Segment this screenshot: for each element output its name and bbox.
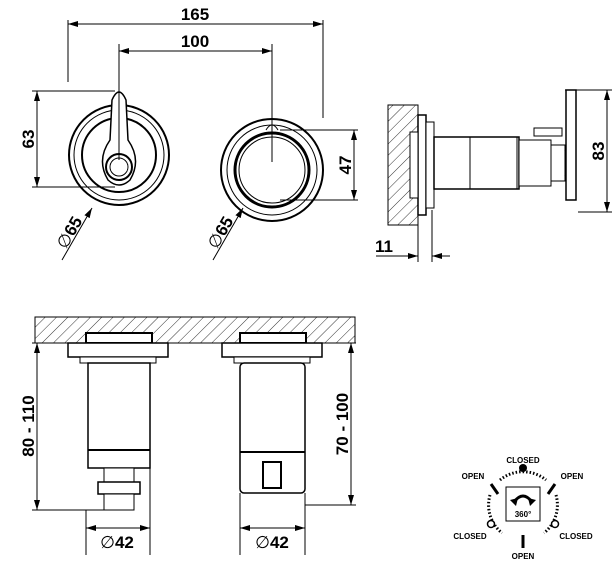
label-open-upper-right: OPEN — [561, 472, 584, 481]
label-open-bottom: OPEN — [512, 552, 535, 561]
label-open-upper-left: OPEN — [462, 472, 485, 481]
dim-diameter-65-right: ∅65 — [204, 213, 237, 252]
left-body-section — [67, 332, 169, 511]
side-view — [387, 89, 577, 226]
dim-11: 11 — [375, 237, 393, 256]
dim-165: 165 — [181, 5, 209, 24]
rotation-label: 360° — [515, 510, 532, 519]
dim-63: 63 — [19, 130, 38, 149]
dim-47: 47 — [336, 156, 355, 175]
label-closed-lower-right: CLOSED — [559, 532, 593, 541]
open-marker-icon — [546, 483, 557, 495]
closed-marker-icon — [486, 519, 496, 529]
right-body-section — [221, 332, 323, 494]
rotation-legend: 360° CLOSED OPEN OPEN CLOSED CLOSED OPEN — [453, 456, 593, 561]
dim-diameter-42-left: ∅42 — [100, 533, 134, 552]
label-closed-lower-left: CLOSED — [453, 532, 487, 541]
dim-80-110: 80 - 110 — [19, 395, 38, 456]
closed-marker-filled-icon — [519, 464, 527, 472]
closed-marker-icon — [550, 519, 560, 529]
open-marker-icon — [489, 483, 500, 495]
label-closed-top: CLOSED — [506, 456, 540, 465]
dim-70-100: 70 - 100 — [333, 393, 352, 455]
dim-diameter-42-right: ∅42 — [255, 533, 289, 552]
dim-100: 100 — [181, 32, 209, 51]
dim-diameter-65-left: ∅65 — [53, 213, 86, 252]
dim-83: 83 — [589, 142, 608, 161]
